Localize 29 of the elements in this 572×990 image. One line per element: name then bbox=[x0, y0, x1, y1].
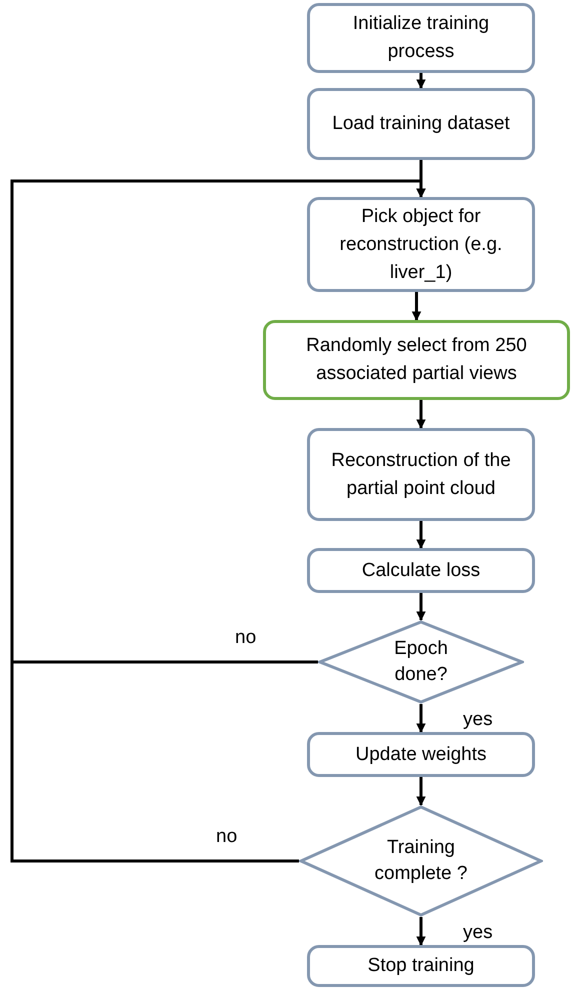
arrow bbox=[412, 292, 422, 321]
process-box bbox=[263, 320, 570, 400]
arrow bbox=[416, 593, 426, 621]
arrow bbox=[416, 777, 426, 806]
process-text: Randomly select from 250 associated partial views bbox=[305, 334, 528, 386]
process-box bbox=[307, 548, 535, 593]
process-text: Stop training bbox=[368, 954, 474, 978]
process-box bbox=[307, 732, 535, 777]
arrow bbox=[416, 73, 426, 89]
decision-diamond bbox=[299, 805, 543, 917]
arrow bbox=[416, 400, 426, 429]
process-box bbox=[307, 88, 535, 160]
arrow bbox=[416, 917, 426, 946]
process-text: Pick object for reconstruction (e.g. liver_1) bbox=[338, 204, 504, 284]
decision-text: Training complete ? bbox=[374, 836, 468, 886]
process-text: Load training dataset bbox=[332, 112, 510, 136]
process-box bbox=[307, 197, 535, 292]
process-box bbox=[307, 428, 535, 521]
process-text: Reconstruction of the partial point cloud bbox=[330, 448, 512, 500]
process-text: Initialize training process bbox=[352, 12, 490, 64]
process-text: Calculate loss bbox=[362, 558, 480, 582]
arrow bbox=[10, 180, 426, 862]
decision-diamond bbox=[318, 620, 524, 704]
process-box bbox=[307, 3, 535, 73]
decision-text: Epoch done? bbox=[393, 637, 449, 687]
process-text: Update weights bbox=[356, 742, 486, 766]
arrow bbox=[416, 521, 426, 549]
process-box bbox=[307, 945, 535, 987]
arrow bbox=[416, 704, 426, 733]
